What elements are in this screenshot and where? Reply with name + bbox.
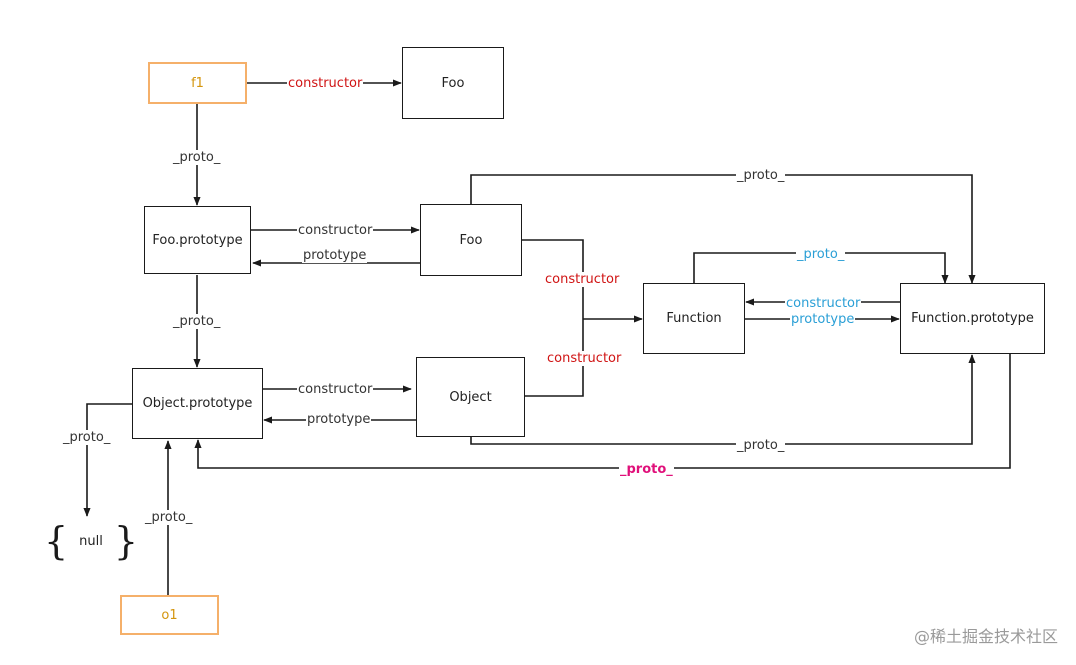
- label-object-proto: _proto_: [736, 438, 786, 453]
- label-object-constructor: constructor: [546, 351, 623, 366]
- watermark: @稀土掘金技术社区: [913, 627, 1058, 646]
- node-f1: f1: [148, 62, 247, 104]
- left-brace-icon: {: [44, 519, 69, 563]
- label-f1-proto: _proto_: [172, 150, 222, 165]
- node-foo-prototype: Foo.prototype: [144, 206, 251, 274]
- node-foo-top: Foo: [402, 47, 504, 119]
- node-object-prototype: Object.prototype: [132, 368, 263, 439]
- label-o1-proto: _proto_: [144, 510, 194, 525]
- label-foo-proto-top: _proto_: [736, 168, 786, 183]
- label-fooproto-proto: _proto_: [172, 314, 222, 329]
- node-foo: Foo: [420, 204, 522, 276]
- edge-funcproto-proto: [194, 354, 1011, 469]
- null-label: null: [79, 534, 103, 549]
- label-funcproto-proto: _proto_: [619, 462, 674, 477]
- label-function-proto: _proto_: [796, 247, 846, 262]
- label-function-prototype: prototype: [790, 312, 856, 327]
- edge-foo-constructor: [521, 239, 584, 397]
- node-null: { null }: [44, 520, 138, 564]
- edge-object-proto: [470, 354, 976, 445]
- label-f1-constructor: constructor: [287, 76, 364, 91]
- right-brace-icon: }: [113, 519, 138, 563]
- label-fooproto-constructor: constructor: [297, 223, 374, 238]
- node-o1: o1: [120, 595, 219, 635]
- label-foo-prototype: prototype: [302, 248, 368, 263]
- node-function-prototype: Function.prototype: [900, 283, 1045, 354]
- node-function: Function: [643, 283, 745, 354]
- label-objproto-proto: _proto_: [62, 430, 112, 445]
- edge-foo-proto-top: [470, 174, 976, 284]
- label-objproto-constructor: constructor: [297, 382, 374, 397]
- label-foo-constructor: constructor: [544, 272, 621, 287]
- edge-objproto-proto: [83, 403, 133, 517]
- label-object-prototype: prototype: [306, 412, 372, 427]
- node-object: Object: [416, 357, 525, 437]
- label-funcproto-constructor: constructor: [785, 296, 862, 311]
